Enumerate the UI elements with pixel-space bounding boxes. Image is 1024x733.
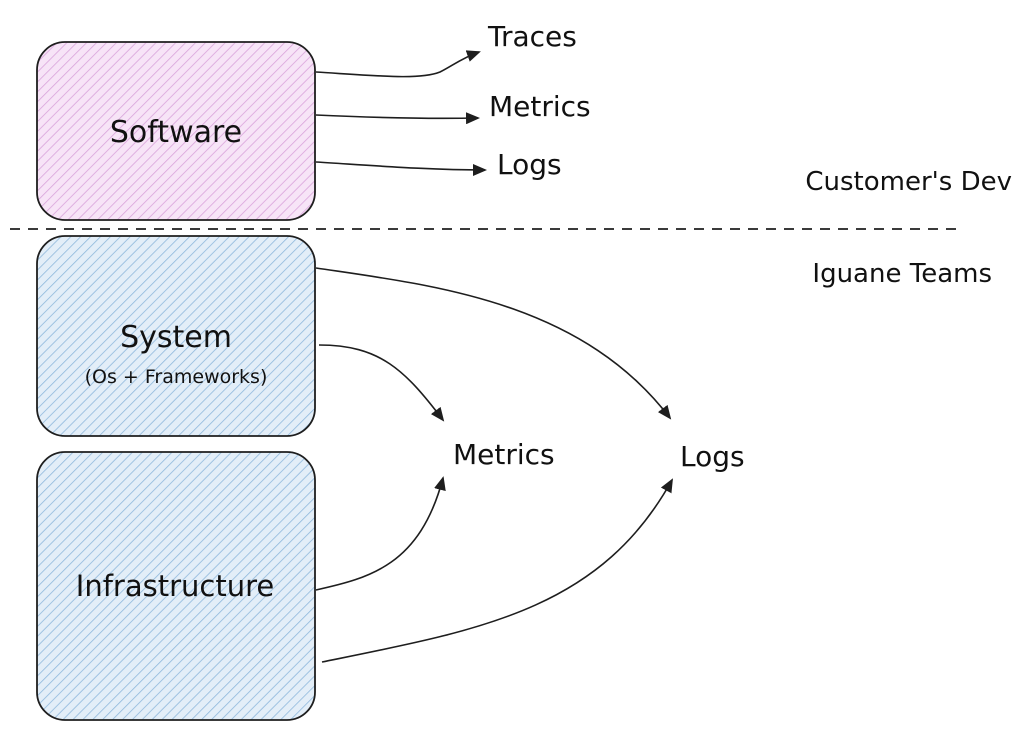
system-box: [36, 235, 316, 437]
output-metrics-bottom-label: Metrics: [453, 438, 555, 471]
infrastructure-box: [36, 451, 316, 721]
system-label: System: [120, 320, 232, 355]
output-logs-bottom-label: Logs: [680, 440, 745, 473]
software-box: [36, 41, 316, 221]
zone-customer-label: Customer's Dev: [805, 167, 1012, 197]
output-traces-label: Traces: [487, 20, 577, 53]
arrow-infrastructure-logs: [321, 478, 673, 663]
infrastructure-label: Infrastructure: [76, 569, 274, 603]
zone-team-label: Iguane Teams: [812, 259, 992, 289]
system-sublabel: (Os + Frameworks): [85, 366, 268, 388]
arrow-system-metrics: [318, 344, 445, 422]
arrow-software-metrics: [315, 112, 480, 125]
arrow-software-logs: [315, 161, 487, 176]
arrow-system-logs: [315, 267, 672, 420]
arrow-software-traces: [315, 50, 481, 78]
software-label: Software: [110, 115, 242, 150]
output-logs-top-label: Logs: [497, 148, 562, 181]
arrow-infrastructure-metrics: [315, 476, 446, 591]
output-metrics-top-label: Metrics: [489, 90, 591, 123]
